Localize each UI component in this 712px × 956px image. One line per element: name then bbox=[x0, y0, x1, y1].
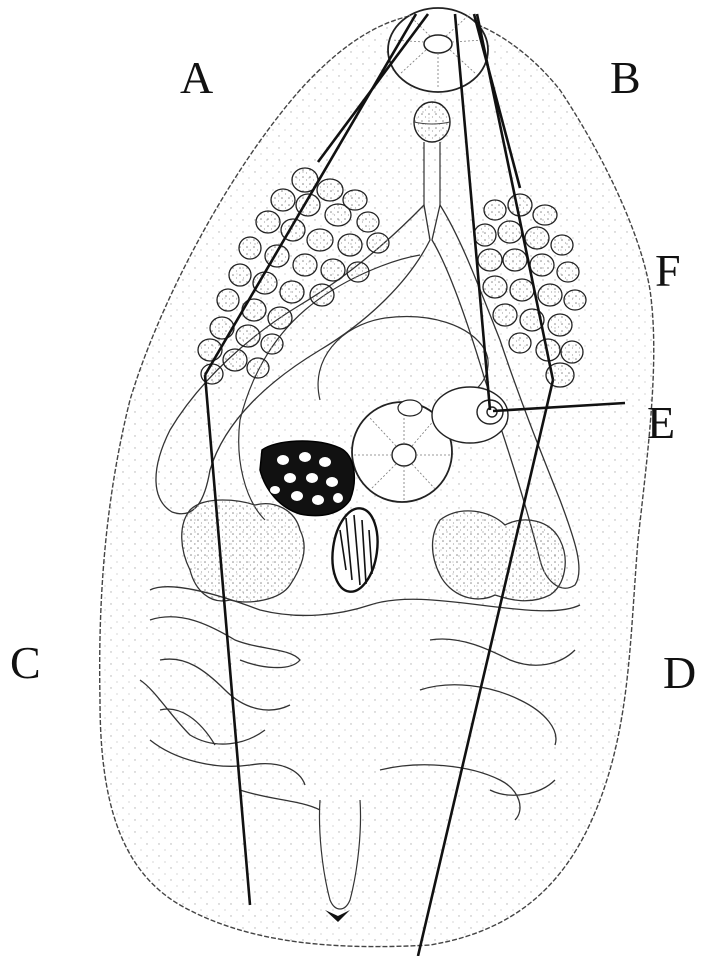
left-testis bbox=[182, 500, 304, 602]
oral-sucker bbox=[388, 8, 488, 92]
label-d: D bbox=[663, 650, 696, 696]
label-e: E bbox=[647, 400, 675, 446]
label-a: A bbox=[180, 55, 213, 101]
label-f: F bbox=[655, 248, 681, 294]
label-b: B bbox=[610, 55, 641, 101]
label-c: C bbox=[10, 640, 41, 686]
genital-pore bbox=[432, 387, 508, 443]
right-testis bbox=[433, 511, 566, 601]
pharynx bbox=[414, 102, 450, 142]
